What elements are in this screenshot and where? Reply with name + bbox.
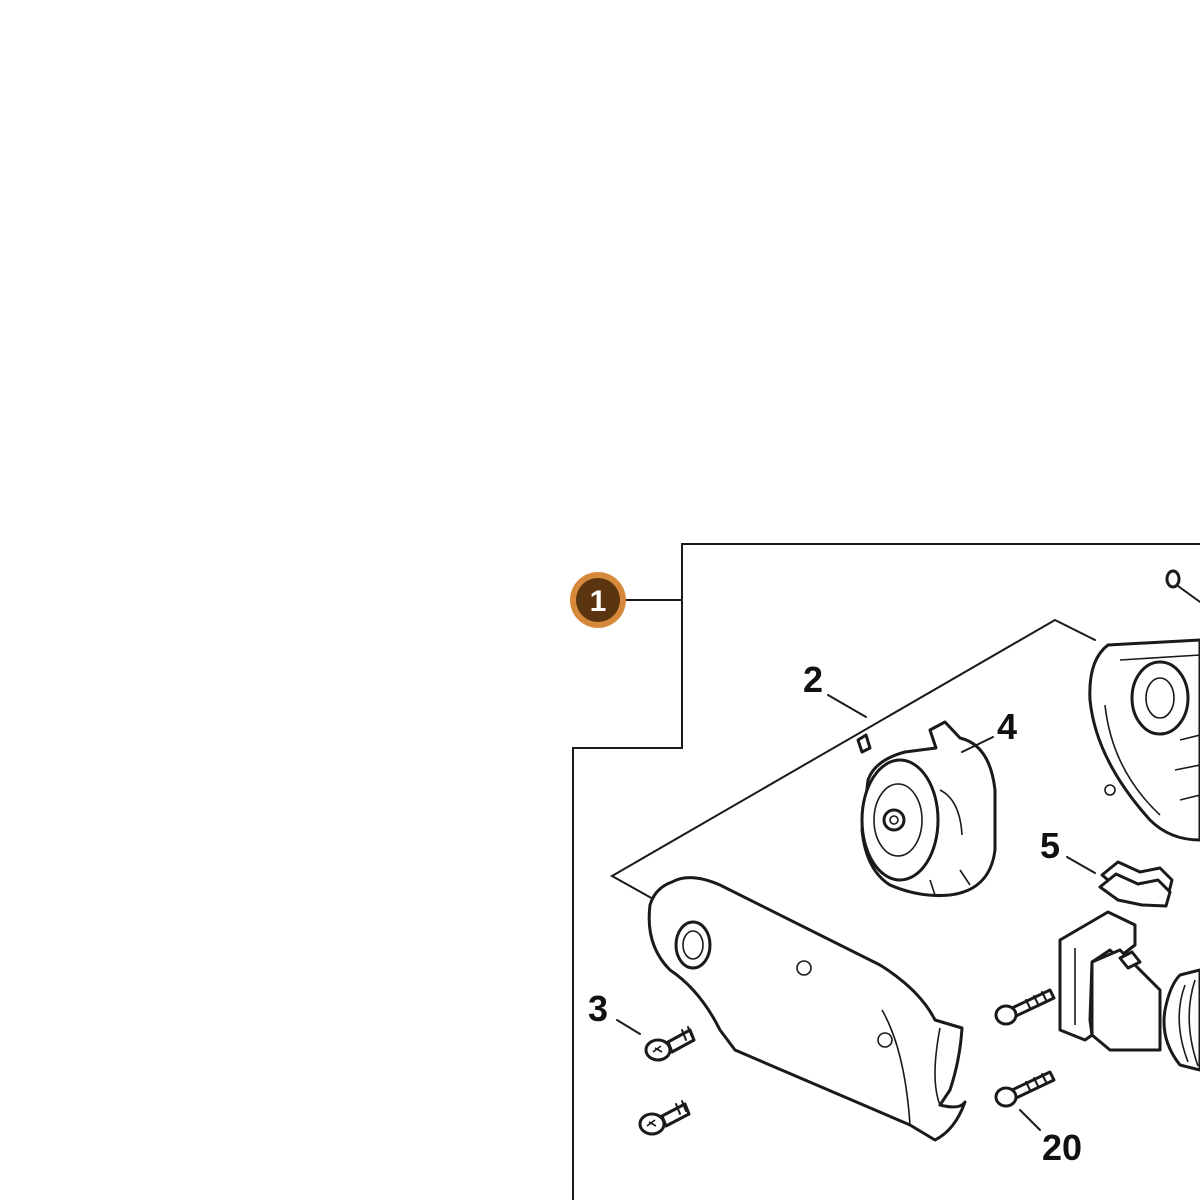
- part-rear-housing[interactable]: [1088, 638, 1200, 842]
- part-20-screw-a[interactable]: [994, 988, 1056, 1026]
- part-3-screw-b[interactable]: [638, 1100, 691, 1136]
- callout-2-label[interactable]: 2: [803, 659, 823, 700]
- part-2-gear-cover[interactable]: [647, 876, 967, 1142]
- callout-4-label[interactable]: 4: [997, 706, 1017, 747]
- callout-20-label[interactable]: 20: [1042, 1127, 1082, 1168]
- part-3-screw-a[interactable]: [644, 1026, 696, 1062]
- callout-3-leader: [616, 1019, 641, 1035]
- callout-20-leader: [1019, 1109, 1041, 1131]
- part-small-pin[interactable]: [1165, 569, 1200, 603]
- callout-4-leader: [961, 736, 994, 753]
- callout-5-label[interactable]: 5: [1040, 825, 1060, 866]
- callout-badge-1[interactable]: 1: [570, 572, 626, 628]
- part-2-bracket: [609, 618, 1096, 901]
- callout-badge-1-fill: [576, 578, 620, 622]
- part-20-screw-b[interactable]: [994, 1070, 1056, 1108]
- callout-2-leader: [827, 694, 867, 718]
- part-gear-housing[interactable]: [1058, 910, 1200, 1072]
- callout-5-leader: [1066, 856, 1096, 874]
- assembly-group-outline: [572, 543, 1200, 1200]
- part-5-shims[interactable]: [1098, 860, 1174, 908]
- callout-3-label[interactable]: 3: [588, 988, 608, 1029]
- part-4-clutch[interactable]: [856, 720, 997, 897]
- callout-badge-1-number: 1: [590, 585, 607, 618]
